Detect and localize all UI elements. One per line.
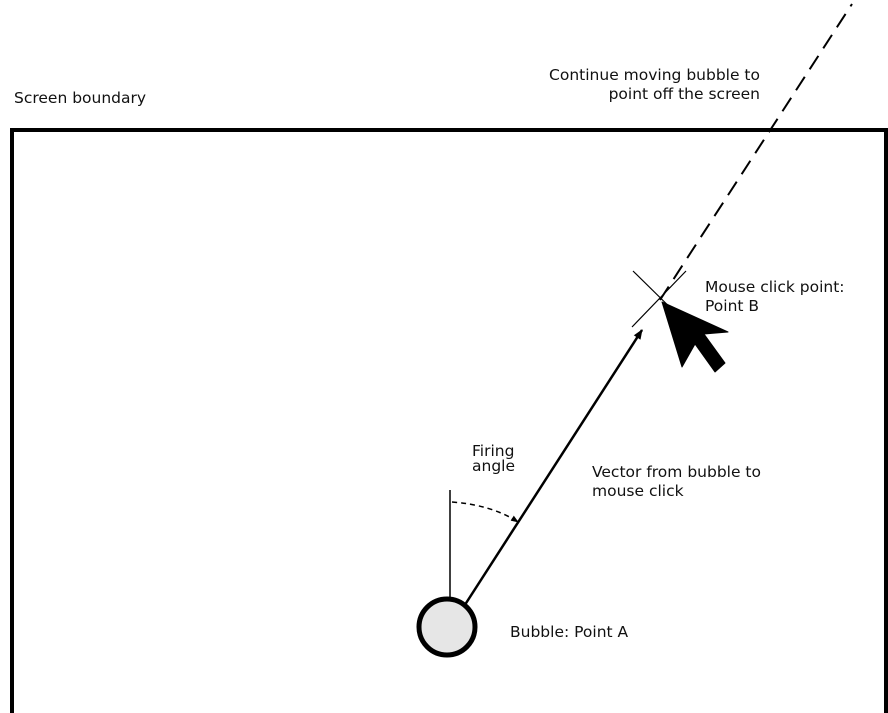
vector-label-line1: Vector from bubble to <box>592 463 761 481</box>
firing-angle-arc <box>451 501 519 523</box>
continue-moving-label-line2: point off the screen <box>608 85 760 103</box>
continue-moving-label-line1: Continue moving bubble to <box>549 66 760 84</box>
continuation-dashed-line <box>659 3 853 301</box>
bubble-point-a-label: Bubble: Point A <box>510 623 629 641</box>
mouse-click-point-label-line1: Mouse click point: <box>705 278 845 296</box>
screen-boundary-label: Screen boundary <box>14 89 147 107</box>
vector-label: Vector from bubble to mouse click <box>592 463 761 501</box>
vector-label-line2: mouse click <box>592 482 684 500</box>
mouse-pointer-arrow-icon <box>661 301 729 373</box>
firing-angle-label: Firing angle <box>472 442 516 475</box>
continue-moving-label: Continue moving bubble to point off the … <box>549 66 760 104</box>
screen-boundary-frame <box>10 128 888 713</box>
bubble-point-a <box>416 596 478 658</box>
firing-angle-label-line1: Firing <box>472 442 515 460</box>
mouse-click-point-label-line2: Point B <box>705 297 760 315</box>
firing-angle-label-line2: angle <box>472 457 516 475</box>
mouse-click-point-label: Mouse click point: Point B <box>705 278 845 316</box>
firing-vector-arrow <box>448 329 644 629</box>
